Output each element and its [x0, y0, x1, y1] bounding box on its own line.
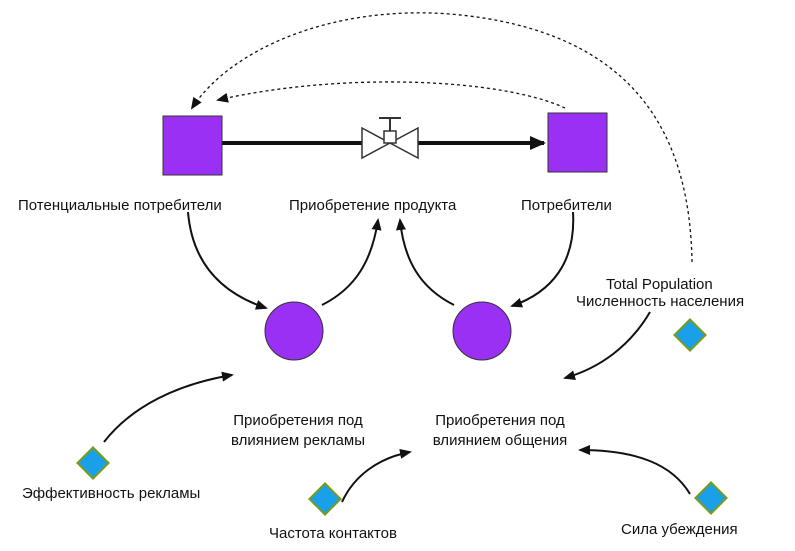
label-word-of-mouth-line2: влиянием общения	[432, 432, 568, 449]
dashed-link-outer	[190, 12, 693, 263]
label-ad-effectiveness: Эффективность рекламы	[22, 485, 201, 502]
link-wom-to-flow	[396, 218, 455, 306]
valve-icon[interactable]	[361, 117, 419, 160]
link-persuasion-to-wom	[578, 445, 691, 495]
link-ad-to-flow	[321, 218, 382, 306]
link-consumers-to-wom	[510, 211, 575, 308]
converter-advertising-adoption[interactable]	[264, 301, 324, 361]
label-adoption-fraction: Сила убеждения	[621, 521, 738, 538]
label-total-population-ru: Численность населения	[576, 293, 745, 310]
dashed-link-inner	[216, 81, 566, 109]
label-advertising-line2: влиянием рекламы	[231, 432, 365, 449]
constant-total-population[interactable]	[673, 318, 707, 352]
label-contact-rate: Частота контактов	[269, 525, 397, 542]
constant-contact-rate[interactable]	[308, 482, 342, 516]
converter-word-of-mouth-adoption[interactable]	[452, 301, 512, 361]
constant-ad-effectiveness[interactable]	[76, 446, 110, 480]
constant-adoption-fraction[interactable]	[694, 481, 728, 515]
label-word-of-mouth-line1: Приобретения под	[435, 412, 565, 429]
label-consumers: Потребители	[521, 197, 612, 214]
stock-consumers[interactable]	[547, 112, 608, 173]
label-potential-consumers: Потенциальные потребители	[18, 197, 222, 214]
stock-potential-consumers[interactable]	[162, 115, 223, 176]
link-effectiveness-to-ad	[103, 371, 234, 443]
link-potential-to-ad	[187, 211, 268, 310]
label-flow: Приобретение продукта	[289, 197, 457, 214]
link-population-to-wom	[563, 311, 651, 381]
label-advertising-line1: Приобретения под	[233, 412, 363, 429]
link-contacts-to-wom	[341, 448, 412, 503]
label-total-population-en: Total Population	[606, 276, 713, 293]
